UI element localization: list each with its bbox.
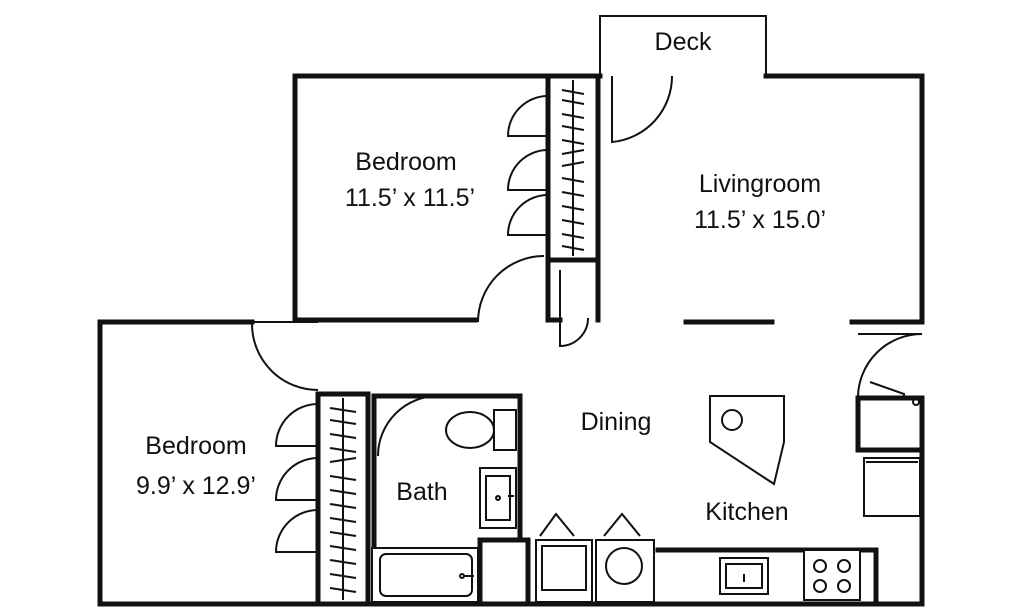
exterior-walls [97,73,925,607]
kitchen-fixtures [535,381,921,603]
toilet-icon [445,409,517,451]
closet-rods [329,80,585,600]
kitchen-sink-icon [719,557,769,595]
closet-door [506,95,549,137]
closet-door [274,403,319,447]
bedroom-2-door [251,321,319,391]
bedroom-2-label: Bedroom [145,432,246,460]
deck-door [611,75,674,144]
dining-label: Dining [581,408,652,436]
bedroom-door [477,255,545,323]
bathtub-icon [371,547,479,603]
entry-door [857,333,923,399]
bedroom-1-dimensions: 11.5’ x 11.5’ [345,184,475,212]
closet-door [274,457,319,501]
room-labels: Deck Bedroom 11.5’ x 11.5’ Livingroom 11… [136,28,826,526]
bath-fixtures [371,409,517,603]
livingroom-dimensions: 11.5’ x 15.0’ [694,206,826,234]
pantry-icon [709,395,785,486]
bedroom-2-dimensions: 9.9’ x 12.9’ [136,472,256,500]
stove-icon [803,549,861,601]
bedroom-1-label: Bedroom [355,148,456,176]
deck-label: Deck [655,28,712,56]
kitchen-label: Kitchen [705,498,788,526]
deck [599,15,767,74]
hall-closet-door [559,270,589,348]
bath-door [377,395,439,457]
closet-door [506,149,549,191]
refrigerator-icon [863,457,921,517]
bath-label: Bath [396,478,447,506]
doors [251,75,923,553]
dryer-icon [595,512,655,603]
washer-icon [535,512,593,603]
hvac-icon [869,381,920,406]
closet-door [506,194,549,236]
bathroom-sink-icon [479,467,517,529]
livingroom-label: Livingroom [699,170,821,198]
interior-walls [315,73,925,607]
closet-door [274,509,319,553]
